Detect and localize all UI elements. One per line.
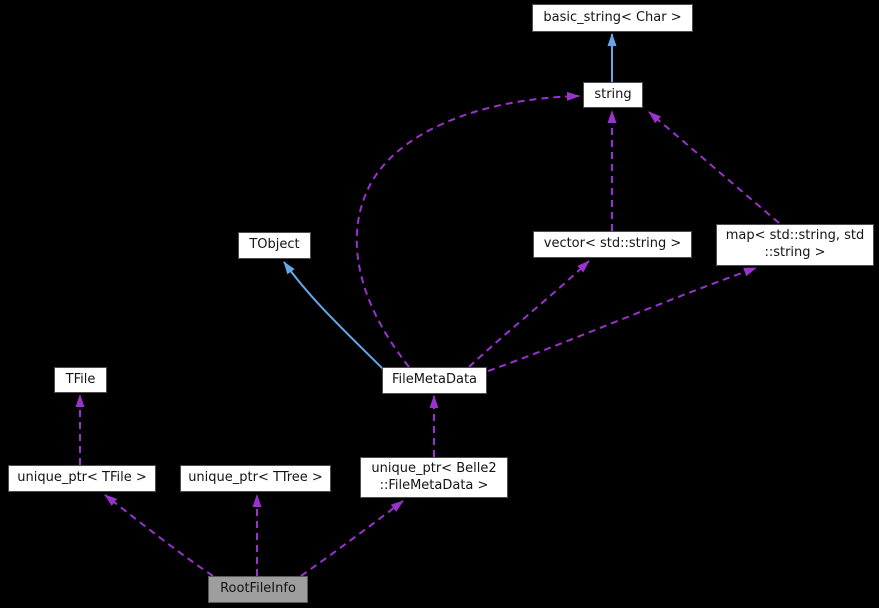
- node-vector-std-string[interactable]: vector< std::string >: [533, 231, 692, 258]
- node-unique-ptr-belle2-filemetadata[interactable]: unique_ptr< Belle2 ::FileMetaData >: [360, 457, 508, 498]
- node-basic-string-char[interactable]: basic_string< Char >: [532, 4, 693, 32]
- node-tobject[interactable]: TObject: [238, 232, 311, 259]
- edge-filemetadata-to-map: [487, 267, 757, 372]
- edge-filemetadata-to-string: [355, 91, 580, 368]
- node-map-std-string-std-string[interactable]: map< std::string, std ::string >: [716, 224, 874, 266]
- node-string[interactable]: string: [583, 82, 643, 108]
- edge-map-to-string: [648, 111, 780, 224]
- node-tfile[interactable]: TFile: [54, 367, 107, 393]
- node-rootfileinfo-current[interactable]: RootFileInfo: [208, 576, 308, 603]
- edge-rootfileinfo-to-uniqueptr-tfile: [104, 494, 214, 577]
- node-filemetadata[interactable]: FileMetaData: [382, 367, 487, 394]
- edge-rootfileinfo-to-uniqueptr-filemetadata: [300, 500, 404, 577]
- edge-filemetadata-to-tobject: [283, 261, 385, 371]
- node-unique-ptr-tfile[interactable]: unique_ptr< TFile >: [8, 465, 156, 492]
- edge-filemetadata-to-vector: [468, 260, 590, 368]
- node-unique-ptr-ttree[interactable]: unique_ptr< TTree >: [180, 465, 331, 492]
